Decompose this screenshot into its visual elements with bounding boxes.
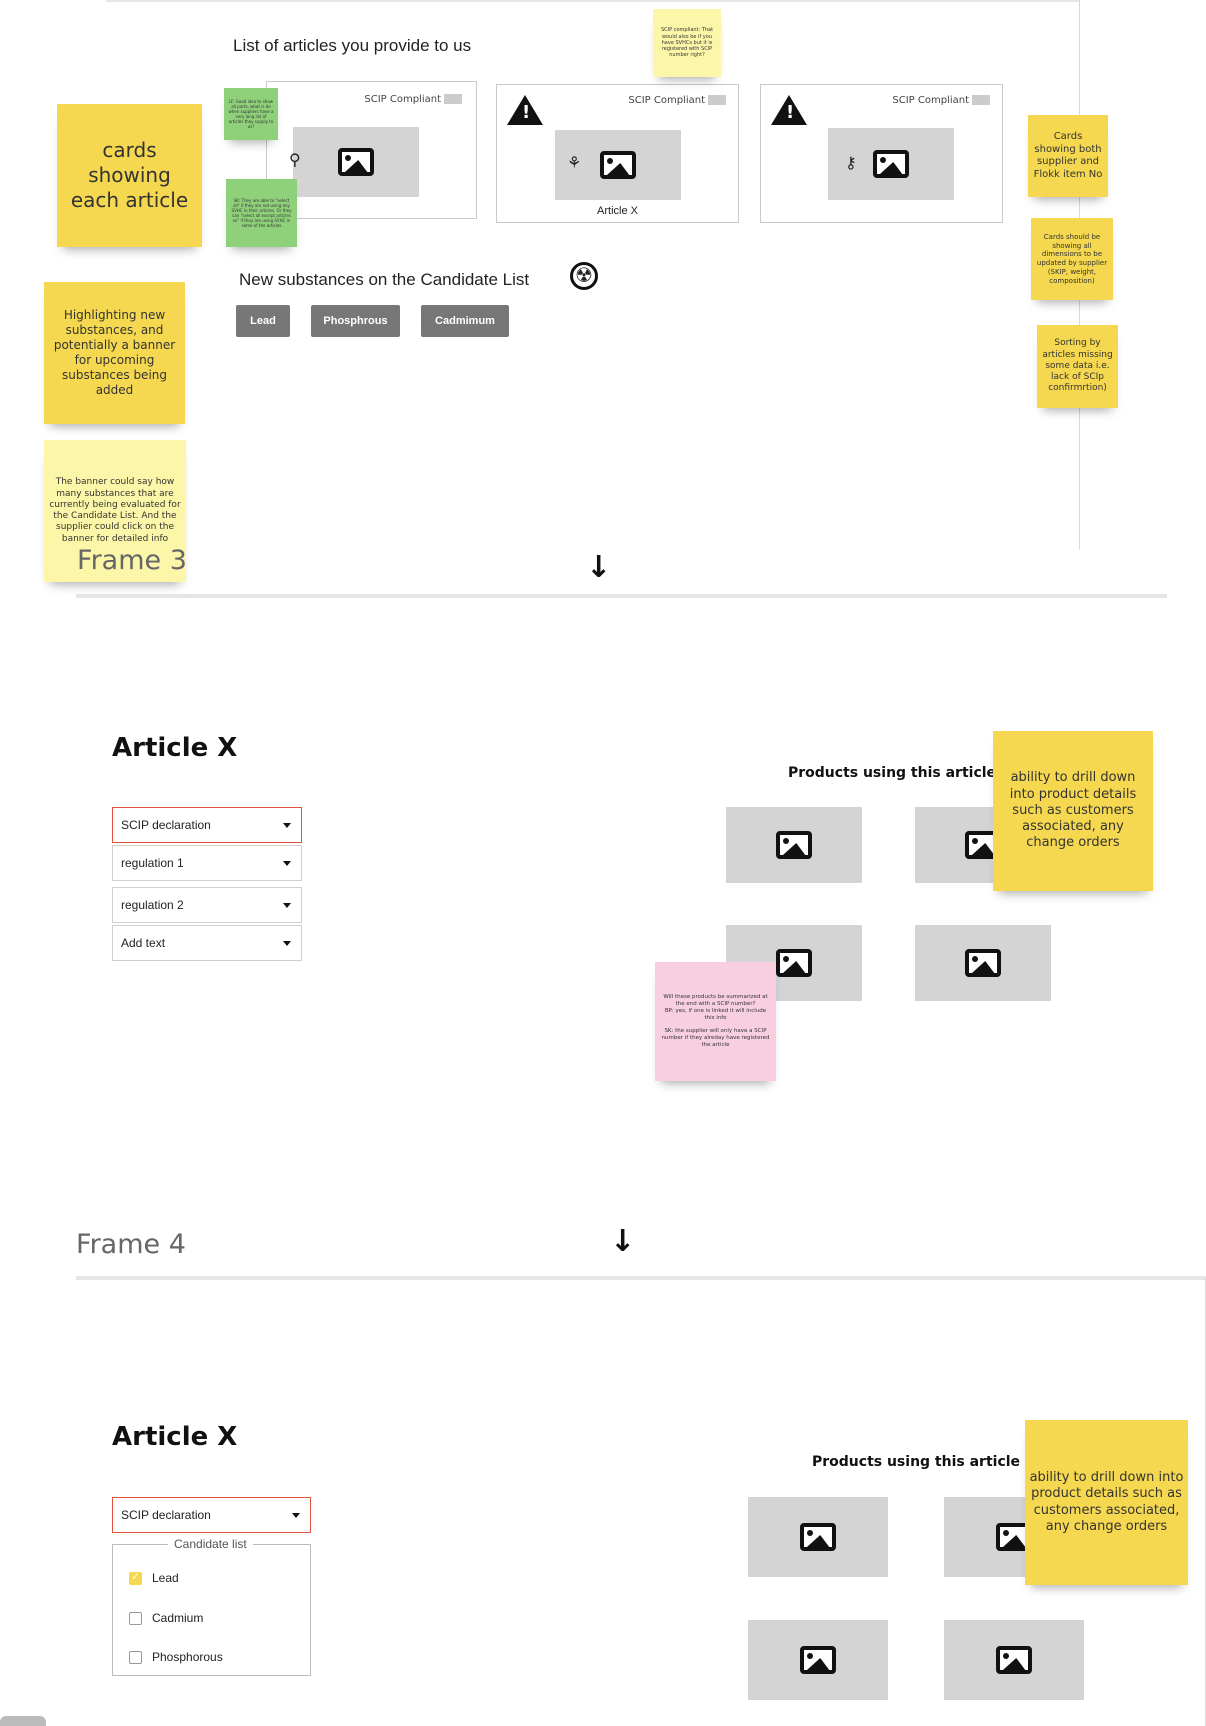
select-value: regulation 2 [121, 898, 184, 912]
article-image [293, 127, 419, 197]
sticky-drill-down: ability to drill down into product detai… [993, 731, 1153, 891]
chevron-down-icon [283, 823, 291, 828]
chevron-down-icon [283, 941, 291, 946]
chair-icon: ⚷ [845, 155, 857, 172]
article-card[interactable]: ! SCIP Compliant ⚘ Article X [496, 84, 739, 223]
scip-status-box [444, 94, 462, 104]
candidate-option-phosphorous[interactable]: Phosphorous [129, 1650, 223, 1664]
image-icon [800, 1646, 836, 1674]
article-title: Article X [112, 1422, 238, 1452]
checkbox[interactable] [129, 1611, 142, 1625]
image-icon [965, 949, 1001, 977]
arrow-down-icon: ↓ [610, 1224, 636, 1259]
product-image[interactable] [748, 1620, 888, 1700]
select-value: SCIP declaration [121, 1508, 211, 1522]
chair-icon: ⚲ [289, 152, 301, 169]
sticky-green-comment-1: LF: Good idea to show all parts, what is… [224, 88, 278, 140]
article-image [828, 128, 954, 200]
candidate-list-panel: Candidate list Lead Cadmium Phosphorous [112, 1537, 311, 1676]
products-title: Products using this article [812, 1454, 1021, 1470]
chevron-down-icon [283, 903, 291, 908]
products-title: Products using this article [788, 765, 997, 781]
select-value: Add text [121, 936, 166, 950]
checkbox-label: Lead [152, 1571, 179, 1585]
radiation-icon: ☢ [570, 262, 598, 290]
arrow-down-icon: ↓ [586, 550, 612, 585]
sticky-pink-products-question: Will these products be summarized at the… [655, 962, 776, 1081]
scip-status-box [972, 95, 990, 105]
select-value: SCIP declaration [121, 818, 211, 832]
scroll-handle[interactable] [0, 1716, 46, 1726]
warning-icon: ! [771, 95, 807, 125]
chair-icon: ⚘ [567, 155, 582, 172]
frame-4-bottom-divider [76, 1276, 1206, 1280]
product-image[interactable] [915, 925, 1051, 1001]
product-image[interactable] [748, 1497, 888, 1577]
sticky-cards-each-article: cards showing each article [57, 104, 202, 247]
image-icon [800, 1523, 836, 1551]
article-image [555, 130, 681, 200]
frame-4-label: Frame 4 [76, 1229, 186, 1260]
add-text-select[interactable]: Add text [112, 925, 302, 961]
sticky-scip-compliant-question: SCIP compliant: That would also be if yo… [653, 9, 721, 77]
regulation-2-select[interactable]: regulation 2 [112, 887, 302, 923]
checkbox-checked[interactable] [129, 1570, 142, 1585]
warning-icon: ! [507, 95, 543, 125]
chevron-down-icon [283, 861, 291, 866]
substance-chip-cadmimum[interactable]: Cadmimum [421, 305, 509, 337]
candidate-option-cadmium[interactable]: Cadmium [129, 1611, 203, 1625]
candidate-list-title: New substances on the Candidate List [239, 270, 530, 289]
frame-3-bottom-divider [76, 594, 1167, 598]
select-value: regulation 1 [121, 856, 184, 870]
image-icon [996, 1646, 1032, 1674]
product-image[interactable] [944, 1620, 1084, 1700]
sticky-cards-dimensions: Cards should be showing all dimensions t… [1031, 218, 1113, 300]
checkbox-label: Cadmium [152, 1611, 204, 1625]
image-icon [776, 949, 812, 977]
candidate-option-lead[interactable]: Lead [129, 1570, 179, 1585]
article-title: Article X [112, 733, 238, 763]
scip-compliant-label: SCIP Compliant [364, 94, 441, 105]
article-caption: Article X [597, 205, 638, 217]
sticky-sorting: Sorting by articles missing some data i.… [1037, 325, 1118, 408]
scip-compliant-label: SCIP Compliant [892, 95, 969, 106]
image-icon [873, 150, 909, 178]
sticky-cards-both: Cards showing both supplier and Flokk it… [1028, 115, 1108, 197]
scip-status-box [708, 95, 726, 105]
product-image[interactable] [726, 807, 862, 883]
substance-chip-lead[interactable]: Lead [236, 305, 290, 337]
image-icon [776, 831, 812, 859]
article-card[interactable]: SCIP Compliant ⚲ [266, 81, 477, 219]
regulation-1-select[interactable]: regulation 1 [112, 845, 302, 881]
frame-3-top-border [106, 0, 1080, 2]
chevron-down-icon [292, 1513, 300, 1518]
sticky-highlighting: Highlighting new substances, and potenti… [44, 282, 185, 424]
candidate-list-legend: Candidate list [168, 1537, 253, 1551]
scip-compliant-label: SCIP Compliant [628, 95, 705, 106]
scip-declaration-select[interactable]: SCIP declaration [112, 807, 302, 843]
article-card[interactable]: ! SCIP Compliant ⚷ [760, 84, 1003, 223]
sticky-green-comment-2: SK: They are able to "select all" if the… [226, 179, 297, 247]
articles-list-title: List of articles you provide to us [233, 36, 472, 55]
frame-3-label: Frame 3 [77, 545, 187, 576]
substance-chip-phosphrous[interactable]: Phosphrous [311, 305, 400, 337]
checkbox[interactable] [129, 1650, 142, 1664]
image-icon [338, 148, 374, 176]
checkbox-label: Phosphorous [152, 1650, 223, 1664]
scip-declaration-select[interactable]: SCIP declaration [112, 1497, 311, 1533]
sticky-banner: The banner could say how many substances… [44, 440, 186, 582]
image-icon [600, 151, 636, 179]
sticky-drill-down: ability to drill down into product detai… [1025, 1420, 1188, 1585]
